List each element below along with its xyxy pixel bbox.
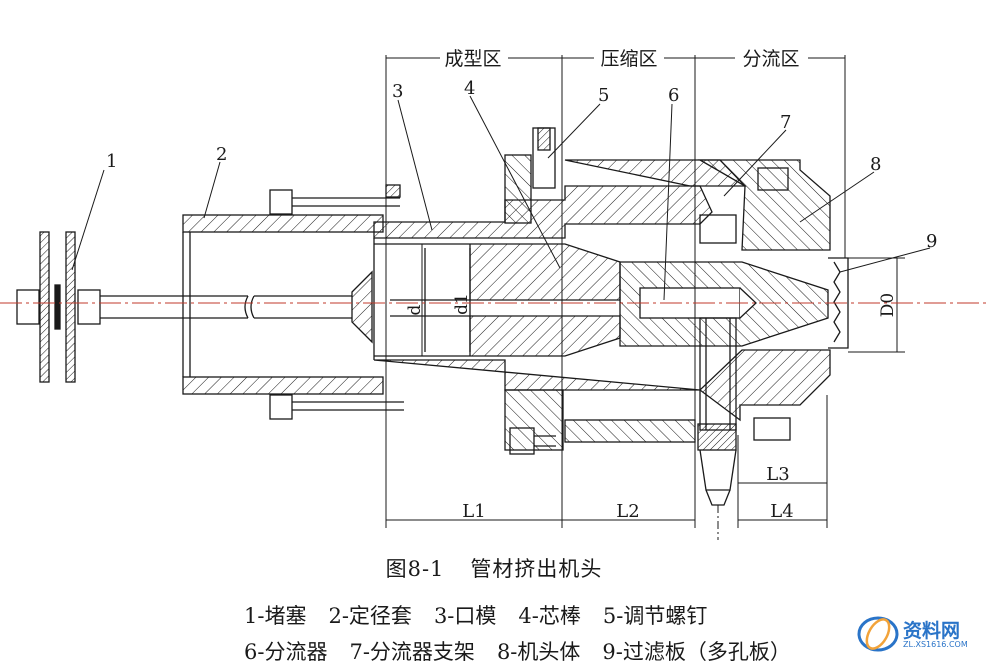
sizing-sleeve [182,184,404,420]
breaker-plate [828,257,849,349]
part-number-5: 5 [598,85,609,106]
legend-row-1: 1-堵塞 2-定径套 3-口模 4-芯棒 5-调节螺钉 [244,600,729,630]
watermark: 资料网 ZL.XS1616.COM [856,612,984,656]
spreader [619,261,829,506]
zone-label-forming: 成型区 [444,48,501,70]
figure-title: 管材挤出机头 [470,557,603,581]
legend-item: 3-口模 [433,604,497,628]
dimension-D0: D0 [878,293,898,317]
legend-item: 8-机头体 [496,640,581,664]
zone-label-distribution: 分流区 [742,48,799,70]
figure-number: 图8-1 [385,557,445,581]
legend-row-2: 6-分流器 7-分流器支架 8-机头体 9-过滤板（多孔板） [244,636,813,666]
part-number-6: 6 [668,85,679,106]
part-number-3: 3 [392,81,403,102]
legend-item: 4-芯棒 [518,604,581,628]
part-number-9: 9 [926,231,937,252]
legend-item: 7-分流器支架 [349,640,475,664]
dimension-d1: d1 [452,293,472,315]
dimension-L2: L2 [616,501,639,522]
dimension-L3: L3 [766,464,789,485]
part-number-4: 4 [464,78,475,99]
legend-item: 2-定径套 [328,604,412,628]
legend-item: 5-调节螺钉 [602,604,708,628]
legend-item: 6-分流器 [244,640,328,664]
part-number-1: 1 [106,151,117,172]
mandrel [374,243,621,357]
watermark-logo-icon [857,616,899,652]
watermark-url: ZL.XS1616.COM [903,640,968,649]
part-number-7: 7 [780,112,791,133]
watermark-text: 资料网 [903,620,961,642]
legend-item: 9-过滤板（多孔板） [602,640,791,664]
zone-label-compression: 压缩区 [600,48,657,70]
legend-item: 1-堵塞 [244,604,307,628]
die-body-upper [373,127,831,251]
zone-guides [71,55,931,528]
part-number-8: 8 [870,154,881,175]
dimension-d: d [405,304,425,315]
die-body-lower [373,238,831,455]
figure-caption: 图8-1 管材挤出机头 [0,553,988,583]
dimension-L4: L4 [770,501,793,522]
dimension-L1: L1 [462,501,485,522]
part-number-2: 2 [216,144,227,165]
plug-assembly [16,231,373,383]
